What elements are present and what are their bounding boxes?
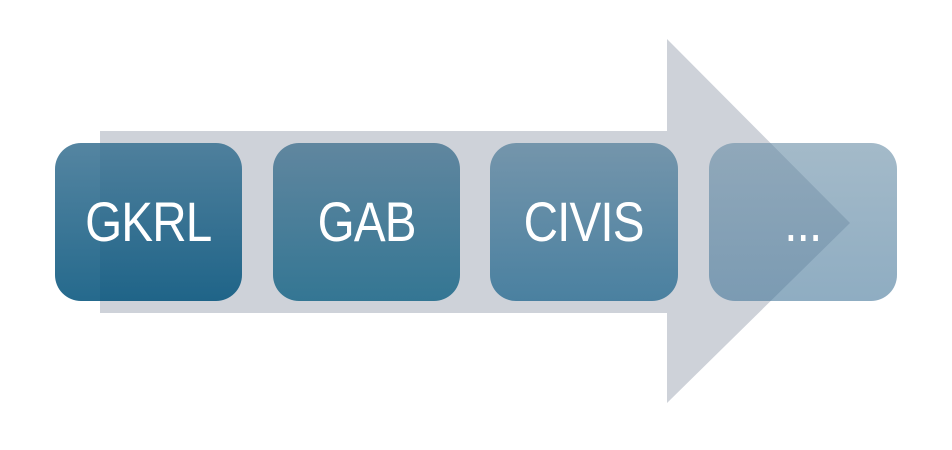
process-box-gkrl: GKRL — [55, 143, 242, 301]
process-box-civis: CIVIS — [490, 143, 678, 301]
process-box-ellipsis: ... — [709, 143, 897, 301]
process-box-gab-label: GAB — [317, 190, 417, 253]
process-box-civis-label: CIVIS — [523, 190, 645, 253]
process-box-ellipsis-label: ... — [784, 190, 822, 253]
right-arrow-shape — [100, 39, 850, 403]
process-box-gkrl-label: GKRL — [85, 190, 212, 253]
process-box-gab: GAB — [273, 143, 460, 301]
